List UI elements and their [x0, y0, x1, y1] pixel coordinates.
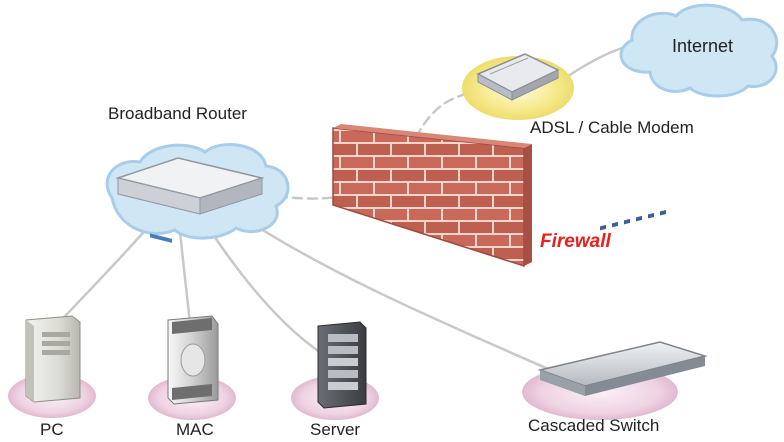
label-switch: Cascaded Switch: [528, 416, 660, 435]
mac-tower-icon: [167, 315, 219, 405]
cable-router-server: [208, 228, 334, 362]
server-rack-icon: [317, 321, 367, 409]
label-mac: MAC: [176, 420, 214, 439]
label-modem: ADSL / Cable Modem: [530, 118, 694, 137]
cloud-icon: [619, 3, 779, 98]
cable-router-pc: [50, 223, 152, 332]
label-internet: Internet: [672, 36, 734, 56]
pc-tower-icon: [25, 315, 81, 403]
cable-router-switch: [248, 220, 557, 374]
label-firewall: Firewall: [540, 231, 611, 252]
label-router: Broadband Router: [108, 104, 247, 123]
firewall-wall: [332, 124, 532, 268]
label-server: Server: [310, 420, 361, 439]
switch-icon: [537, 209, 708, 396]
router-icon: [115, 157, 265, 243]
label-pc: PC: [40, 420, 64, 439]
modem-icon: [462, 53, 574, 120]
